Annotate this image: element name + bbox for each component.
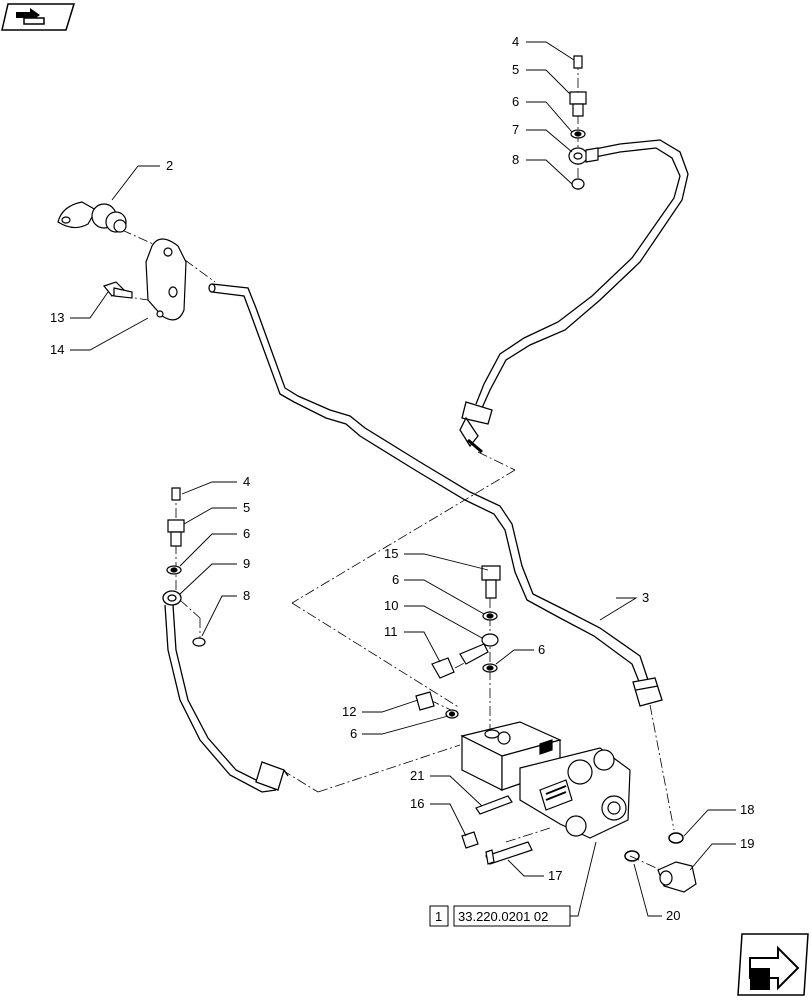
callout-8-left: 8: [243, 588, 250, 603]
callout-6-left: 6: [243, 526, 250, 541]
back-arrow-icon: [16, 8, 45, 25]
callout-17: 17: [548, 868, 562, 883]
left-fitting-stack: [166, 487, 206, 647]
center-fitting-stack: [415, 565, 501, 719]
hydraulic-tube-long: [208, 283, 663, 707]
rings-and-elbow: [624, 832, 697, 893]
callout-8-upper: 8: [512, 152, 519, 167]
callout-12: 12: [342, 704, 356, 719]
forward-arrow-icon: [749, 945, 800, 991]
callout-4-left: 4: [243, 474, 250, 489]
valve-block: [460, 721, 631, 839]
valve-bolts: [461, 795, 533, 865]
reference-link[interactable]: 1 33.220.0201 02: [429, 905, 571, 927]
reference-index: 1: [435, 909, 442, 924]
next-page-button[interactable]: [737, 933, 809, 996]
callout-15: 15: [384, 546, 398, 561]
callout-19: 19: [740, 836, 754, 851]
callout-6-center-b: 6: [538, 642, 545, 657]
callout-4-upper: 4: [512, 34, 519, 49]
prev-page-button[interactable]: [1, 3, 76, 31]
callout-7: 7: [512, 122, 519, 137]
callout-10: 10: [384, 598, 398, 613]
callout-6-center-a: 6: [392, 572, 399, 587]
callout-labels: 2 3 4 5 6 7 8 13 14 4 5 6 9 8 15 6 10 11…: [50, 34, 754, 923]
callout-5-upper: 5: [512, 62, 519, 77]
callout-20: 20: [666, 908, 680, 923]
callout-6-upper: 6: [512, 94, 519, 109]
callout-11: 11: [384, 624, 398, 639]
callout-14: 14: [50, 342, 64, 357]
sensor-part-2: [57, 201, 127, 233]
hydraulic-hose-left: [162, 590, 289, 793]
bolt-part-13: [102, 281, 133, 299]
callout-5-left: 5: [243, 500, 250, 515]
reference-code: 33.220.0201 02: [458, 909, 548, 924]
hydraulic-hose-upper: [459, 139, 689, 454]
callout-16: 16: [410, 796, 424, 811]
callout-9: 9: [243, 556, 250, 571]
callout-3: 3: [642, 590, 649, 605]
callout-6-center-c: 6: [350, 726, 357, 741]
callout-21: 21: [410, 768, 424, 783]
callout-18: 18: [740, 802, 754, 817]
leader-lines: [70, 41, 736, 917]
upper-fitting-stack: [568, 55, 599, 190]
callout-2: 2: [166, 158, 173, 173]
callout-13: 13: [50, 310, 64, 325]
bracket-part-14: [145, 238, 187, 321]
